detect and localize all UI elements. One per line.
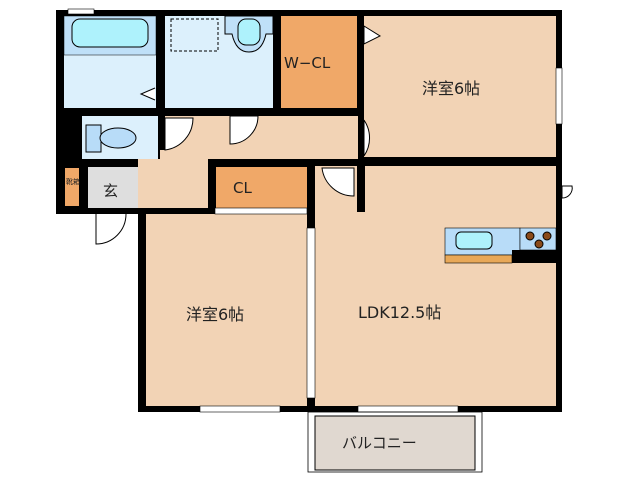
shoe-box	[65, 168, 79, 206]
entrance	[88, 167, 138, 208]
closet-doors[interactable]	[214, 207, 308, 215]
bedroom-top	[364, 16, 556, 157]
shoe-box-label: 靴箱	[66, 177, 80, 186]
burner-icon	[525, 231, 535, 241]
bedroom-left	[146, 214, 307, 406]
sliding-door-ldk[interactable]	[306, 227, 316, 399]
ldk	[315, 166, 556, 406]
sink-icon	[455, 231, 493, 250]
balcony-label: バルコニー	[342, 434, 417, 452]
bedroom-left-label: 洋室6帖	[186, 305, 244, 324]
balcony	[314, 415, 476, 471]
toilet-tank-icon	[85, 124, 102, 153]
burner-icon	[542, 231, 552, 241]
kitchen-counter-top	[444, 254, 513, 264]
entrance-door-icon[interactable]	[95, 213, 127, 245]
hallway-join	[160, 150, 208, 166]
burner-icon	[534, 239, 544, 249]
door-bedroom-top-icon[interactable]	[363, 119, 370, 157]
closet-label: CL	[233, 179, 252, 197]
closet	[216, 167, 307, 208]
ldk-partition-wall	[357, 160, 365, 212]
entrance-label: 玄	[103, 182, 118, 200]
window-bath[interactable]	[67, 8, 95, 15]
bathtub-icon	[71, 18, 149, 48]
washbasin-bowl-icon	[237, 18, 261, 46]
kitchen-wall	[512, 250, 556, 263]
door-ldk-icon[interactable]	[321, 167, 355, 197]
toilet-bowl-icon	[99, 127, 137, 149]
hallway-lower	[138, 159, 208, 208]
washing-machine-space-icon	[170, 18, 219, 52]
window-bedroom-left[interactable]	[199, 405, 281, 413]
ldk-label: LDK12.5帖	[358, 303, 441, 322]
door-ldk-side-icon[interactable]	[561, 185, 573, 199]
window-ldk-balcony[interactable]	[357, 405, 459, 413]
window-bedroom-top[interactable]	[555, 67, 563, 125]
bedroom-top-label: 洋室6帖	[422, 79, 480, 98]
door-toilet-icon[interactable]	[164, 117, 194, 151]
door-washroom-icon[interactable]	[229, 115, 259, 145]
balcony-railing	[307, 411, 483, 473]
walk-in-closet-label: W−CL	[284, 54, 331, 72]
door-wcl-icon	[363, 25, 382, 45]
door-bath-icon	[139, 87, 156, 101]
walk-in-closet	[281, 16, 357, 108]
